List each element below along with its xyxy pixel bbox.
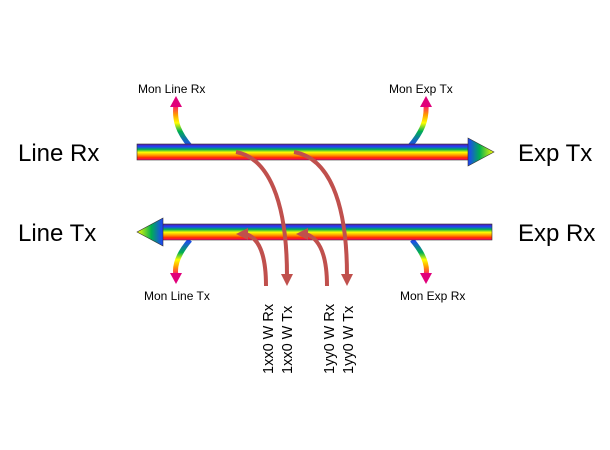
mon-exp-tx-label: Mon Exp Tx: [389, 82, 453, 96]
mon-exp-rx-tap-head: [420, 273, 432, 284]
mon-line-rx-label: Mon Line Rx: [138, 82, 205, 96]
mon-line-rx-tap-head: [170, 96, 182, 107]
drop-arrow-1yy0: [293, 150, 349, 277]
drop-arrow-1xx0-head: [281, 274, 293, 286]
add-drop-arrows: [235, 150, 353, 287]
upper-band-body: [136, 143, 470, 161]
mon-line-tx-label: Mon Line Tx: [144, 289, 210, 303]
ch1-rx-label: 1xx0 W Rx: [261, 303, 277, 374]
upper-band-arrowhead: [467, 137, 495, 167]
mon-exp-tx-tap: [408, 103, 429, 148]
add-arrow-1yy0-head: [296, 228, 308, 240]
line-rx-label: Line Rx: [18, 140, 99, 167]
drop-arrow-1xx0: [235, 150, 289, 277]
lower-band-body: [161, 223, 493, 241]
exp-rx-label: Exp Rx: [518, 220, 595, 247]
ch2-tx-label: 1yy0 W Tx: [341, 305, 357, 374]
lower-band-arrowhead: [136, 217, 164, 247]
mon-line-rx-tap: [173, 103, 192, 148]
mon-line-tx-tap: [173, 238, 192, 277]
mon-exp-tx-tap-head: [420, 96, 432, 107]
drop-arrow-1yy0-head: [341, 274, 353, 286]
monitor-taps: [170, 96, 432, 284]
mon-line-tx-tap-head: [170, 273, 182, 284]
mon-exp-rx-label: Mon Exp Rx: [400, 289, 465, 303]
add-arrow-1xx0: [245, 232, 268, 287]
ch2-rx-label: 1yy0 W Rx: [322, 303, 338, 374]
rx-to-exp-band: [136, 137, 495, 167]
add-arrow-1yy0: [305, 232, 329, 287]
mon-exp-rx-tap: [410, 238, 429, 277]
ch1-tx-label: 1xx0 W Tx: [280, 305, 296, 374]
line-tx-label: Line Tx: [18, 220, 96, 247]
exp-tx-label: Exp Tx: [518, 140, 592, 167]
add-arrow-1xx0-head: [236, 228, 248, 240]
